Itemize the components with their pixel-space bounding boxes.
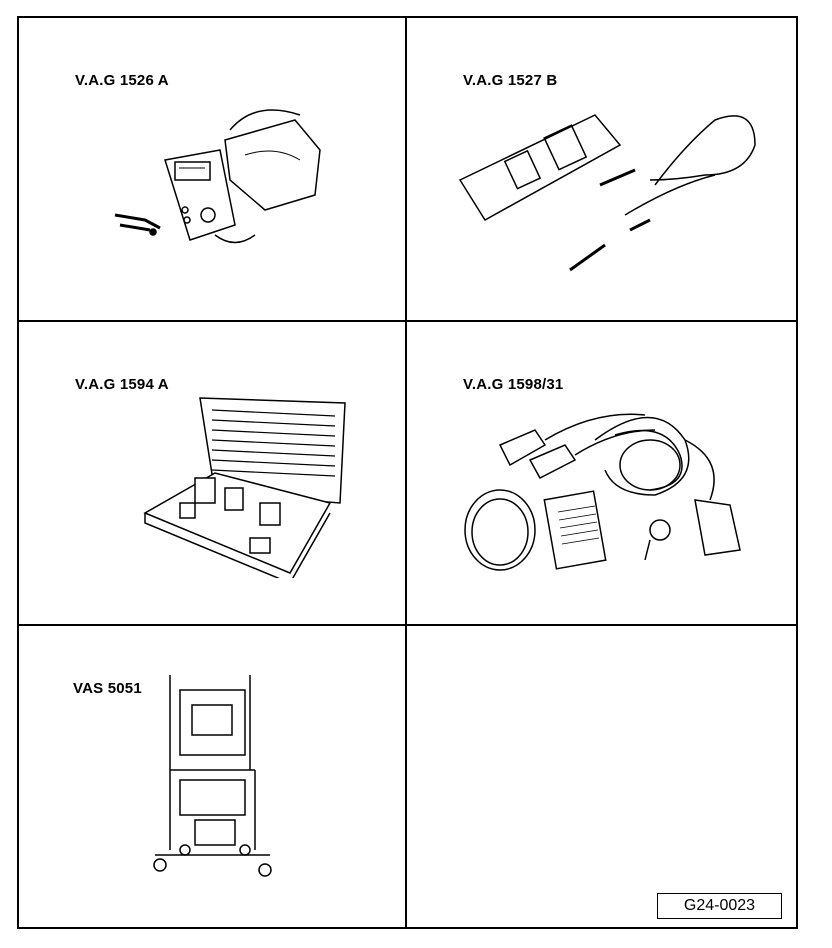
panel-4-label: V.A.G 1598/31 — [463, 376, 564, 393]
panel-1-label: V.A.G 1526 A — [75, 72, 169, 89]
panel-2-label: V.A.G 1527 B — [463, 72, 558, 89]
multimeter-with-case-illustration — [105, 100, 335, 270]
reference-code: G24-0023 — [657, 893, 782, 919]
panel-5-label: VAS 5051 — [73, 680, 142, 697]
column-divider — [405, 16, 407, 929]
voltage-tester-with-probes-illustration — [455, 105, 775, 280]
row-divider-2 — [17, 624, 798, 626]
adapter-set-case-illustration — [140, 378, 365, 578]
diagnostic-trolley-illustration — [150, 670, 275, 885]
panel-3-label: V.A.G 1594 A — [75, 376, 169, 393]
row-divider-1 — [17, 320, 798, 322]
test-box-cable-set-illustration — [455, 400, 785, 585]
page-frame — [17, 16, 798, 929]
